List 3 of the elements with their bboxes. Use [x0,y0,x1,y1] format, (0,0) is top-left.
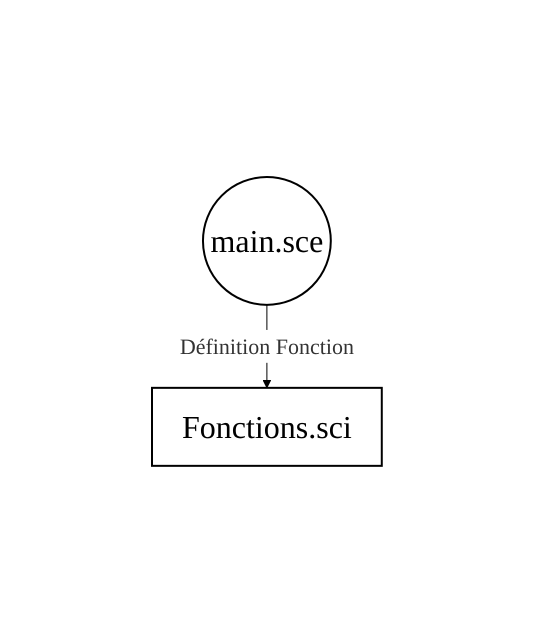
node-box: Fonctions.sci [151,386,383,467]
edge-label: Définition Fonction [180,334,354,359]
node-circle: main.sce [202,176,332,306]
